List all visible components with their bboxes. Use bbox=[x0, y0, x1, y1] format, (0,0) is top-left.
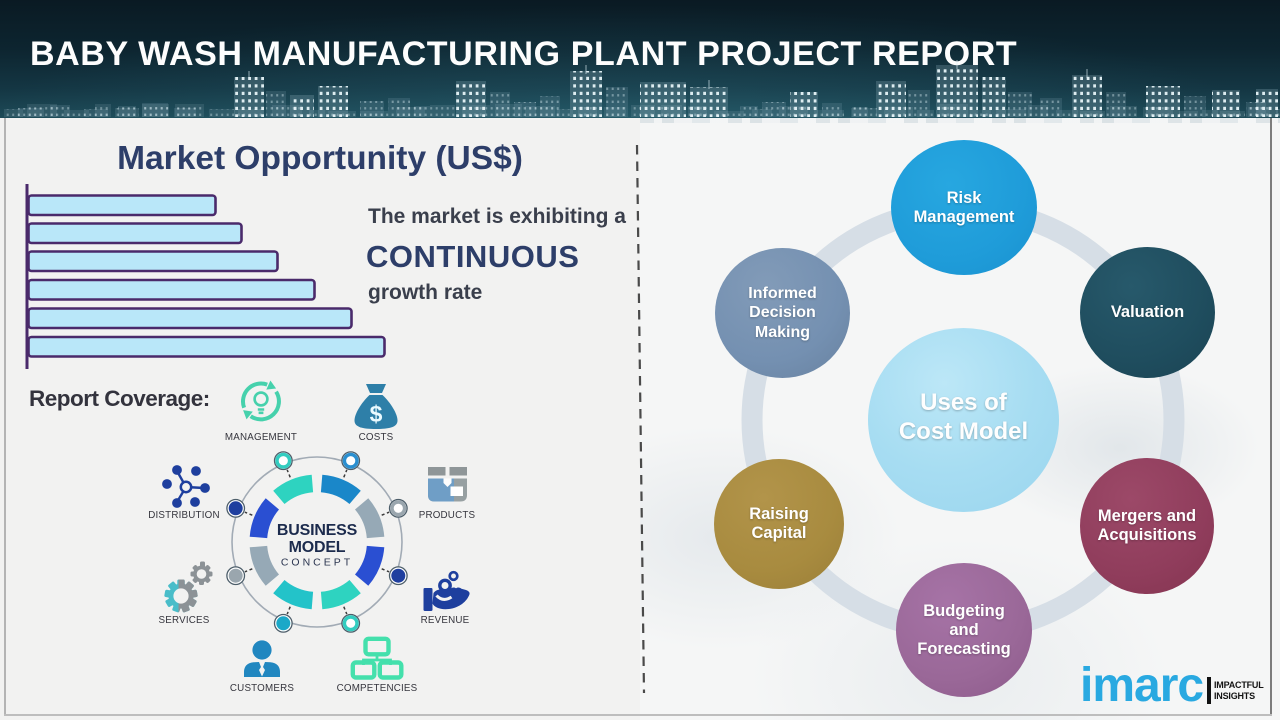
svg-text:REVENUE: REVENUE bbox=[421, 615, 470, 626]
svg-text:CONCEPT: CONCEPT bbox=[281, 557, 353, 569]
svg-text:SERVICES: SERVICES bbox=[159, 615, 210, 626]
svg-text:COSTS: COSTS bbox=[359, 432, 394, 443]
svg-text:$: $ bbox=[370, 401, 383, 427]
svg-text:BUSINESS: BUSINESS bbox=[277, 522, 358, 539]
svg-text:DISTRIBUTION: DISTRIBUTION bbox=[148, 510, 220, 521]
svg-text:COMPETENCIES: COMPETENCIES bbox=[337, 683, 418, 694]
svg-text:MANAGEMENT: MANAGEMENT bbox=[225, 432, 297, 443]
svg-text:PRODUCTS: PRODUCTS bbox=[419, 510, 476, 521]
svg-text:CUSTOMERS: CUSTOMERS bbox=[230, 683, 294, 694]
svg-text:MODEL: MODEL bbox=[289, 539, 346, 556]
